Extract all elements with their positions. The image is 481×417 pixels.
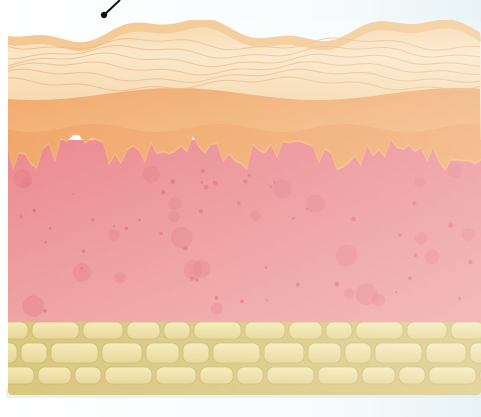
- skin-layers-diagram: [0, 0, 481, 417]
